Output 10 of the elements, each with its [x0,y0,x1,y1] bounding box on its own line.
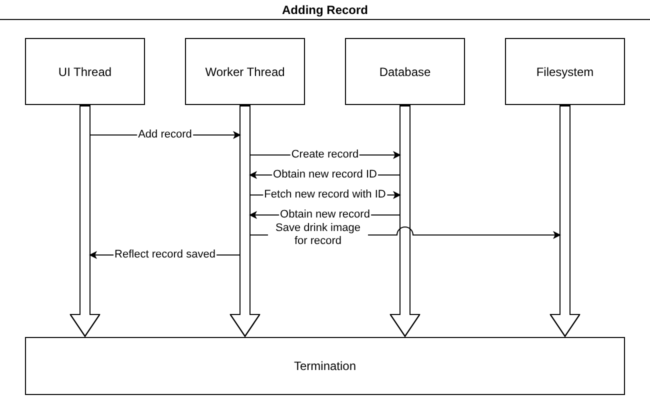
participant-box: Filesystem [505,38,625,105]
participant-box: Worker Thread [185,38,305,105]
participant-box: UI Thread [25,38,145,105]
lifeline-arrow [70,106,100,337]
participant-box: Database [345,38,465,105]
lifeline-arrow [550,106,580,337]
lifeline-arrow [390,106,420,337]
lifeline-arrow [230,106,260,337]
diagram-title: Adding Record [281,2,369,19]
termination-box: Termination [25,337,625,395]
